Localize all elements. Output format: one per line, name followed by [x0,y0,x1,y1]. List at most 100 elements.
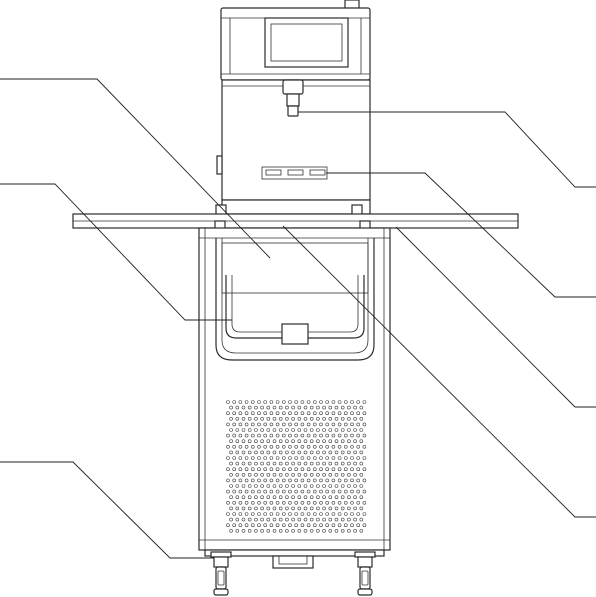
vent-hole [331,500,336,505]
vent-hole [312,456,317,460]
vent-hole [347,428,351,432]
vent-hole [235,528,240,533]
vent-hole [343,467,348,472]
vent-hole [297,461,302,466]
vent-hole [340,450,345,455]
vent-hole [288,411,292,416]
vent-hole [269,433,274,438]
leader-indicators [326,172,596,298]
vent-hole [319,523,323,528]
vent-hole [328,484,333,488]
vent-hole [343,478,348,483]
vent-hole [260,528,264,533]
vent-hole [297,405,302,410]
vent-hole [244,467,249,472]
vent-hole [275,433,280,438]
vent-hole [337,422,342,427]
vent-hole [266,461,271,466]
vent-hole [241,405,246,410]
vent-hole [340,439,345,444]
vent-hole [347,472,351,477]
vent-hole [257,456,261,460]
vent-hole [312,433,317,438]
vent-hole [291,405,295,410]
vent-hole [312,411,317,416]
vent-hole [297,428,302,432]
vent-hole [281,467,286,472]
vent-hole [331,433,336,438]
vent-hole [241,461,246,466]
vent-hole [334,450,339,455]
vent-hole [285,428,289,432]
vent-hole [235,416,240,421]
leader-tank [0,78,271,259]
touch-screen [264,17,349,68]
vent-hole [232,456,236,460]
cabinet-body [198,227,391,551]
vent-hole [309,405,314,410]
vent-hole [350,478,354,483]
vent-hole [272,484,277,488]
vent-hole [281,489,286,494]
vent-hole [309,416,314,421]
vent-hole [356,456,361,460]
caster-right [354,551,376,596]
vent-hole [291,472,295,477]
vent-hole [272,405,277,410]
vent-hole [325,433,330,438]
vent-hole [238,500,243,505]
vent-hole [263,489,268,494]
vent-hole [238,489,243,494]
vent-hole [297,439,302,444]
vent-hole [316,405,320,410]
vent-hole [300,433,305,438]
vent-hole [272,517,277,522]
vent-hole [232,500,236,505]
vent-hole [275,444,280,449]
vent-hole [266,517,271,522]
vent-hole [260,439,264,444]
vent-hole [353,517,357,522]
vent-hole [334,528,339,533]
vent-hole [244,478,249,483]
vent-hole [300,400,305,404]
vent-hole [275,422,280,427]
vent-hole [312,512,317,516]
vent-hole [269,467,274,472]
vent-hole [281,512,286,516]
vent-hole [260,428,264,432]
vent-hole [275,411,280,416]
vent-hole [306,411,311,416]
vent-hole [269,400,274,404]
vent-hole [303,428,308,432]
vent-hole [337,512,342,516]
vent-hole [266,416,271,421]
vent-hole [322,450,326,455]
vent-hole [350,433,354,438]
vent-hole [238,467,243,472]
vent-hole [337,467,342,472]
vent-hole [316,461,320,466]
vent-hole [247,450,252,455]
vent-hole [235,450,240,455]
vent-hole [294,444,299,449]
vent-hole [309,506,314,511]
vent-hole [238,422,243,427]
vent-hole [353,495,357,500]
vent-hole [322,439,326,444]
vent-hole [241,450,246,455]
vent-hole [291,416,295,421]
vent-hole [241,484,246,488]
vent-hole [337,489,342,494]
vent-hole [288,500,292,505]
vent-hole [300,478,305,483]
head-neck [215,199,371,218]
vent-hole [347,484,351,488]
vent-hole [244,444,249,449]
vent-hole [291,450,295,455]
vent-hole [226,400,230,404]
vent-hole [325,444,330,449]
vent-hole [309,439,314,444]
vent-hole [288,422,292,427]
vent-hole [350,400,354,404]
